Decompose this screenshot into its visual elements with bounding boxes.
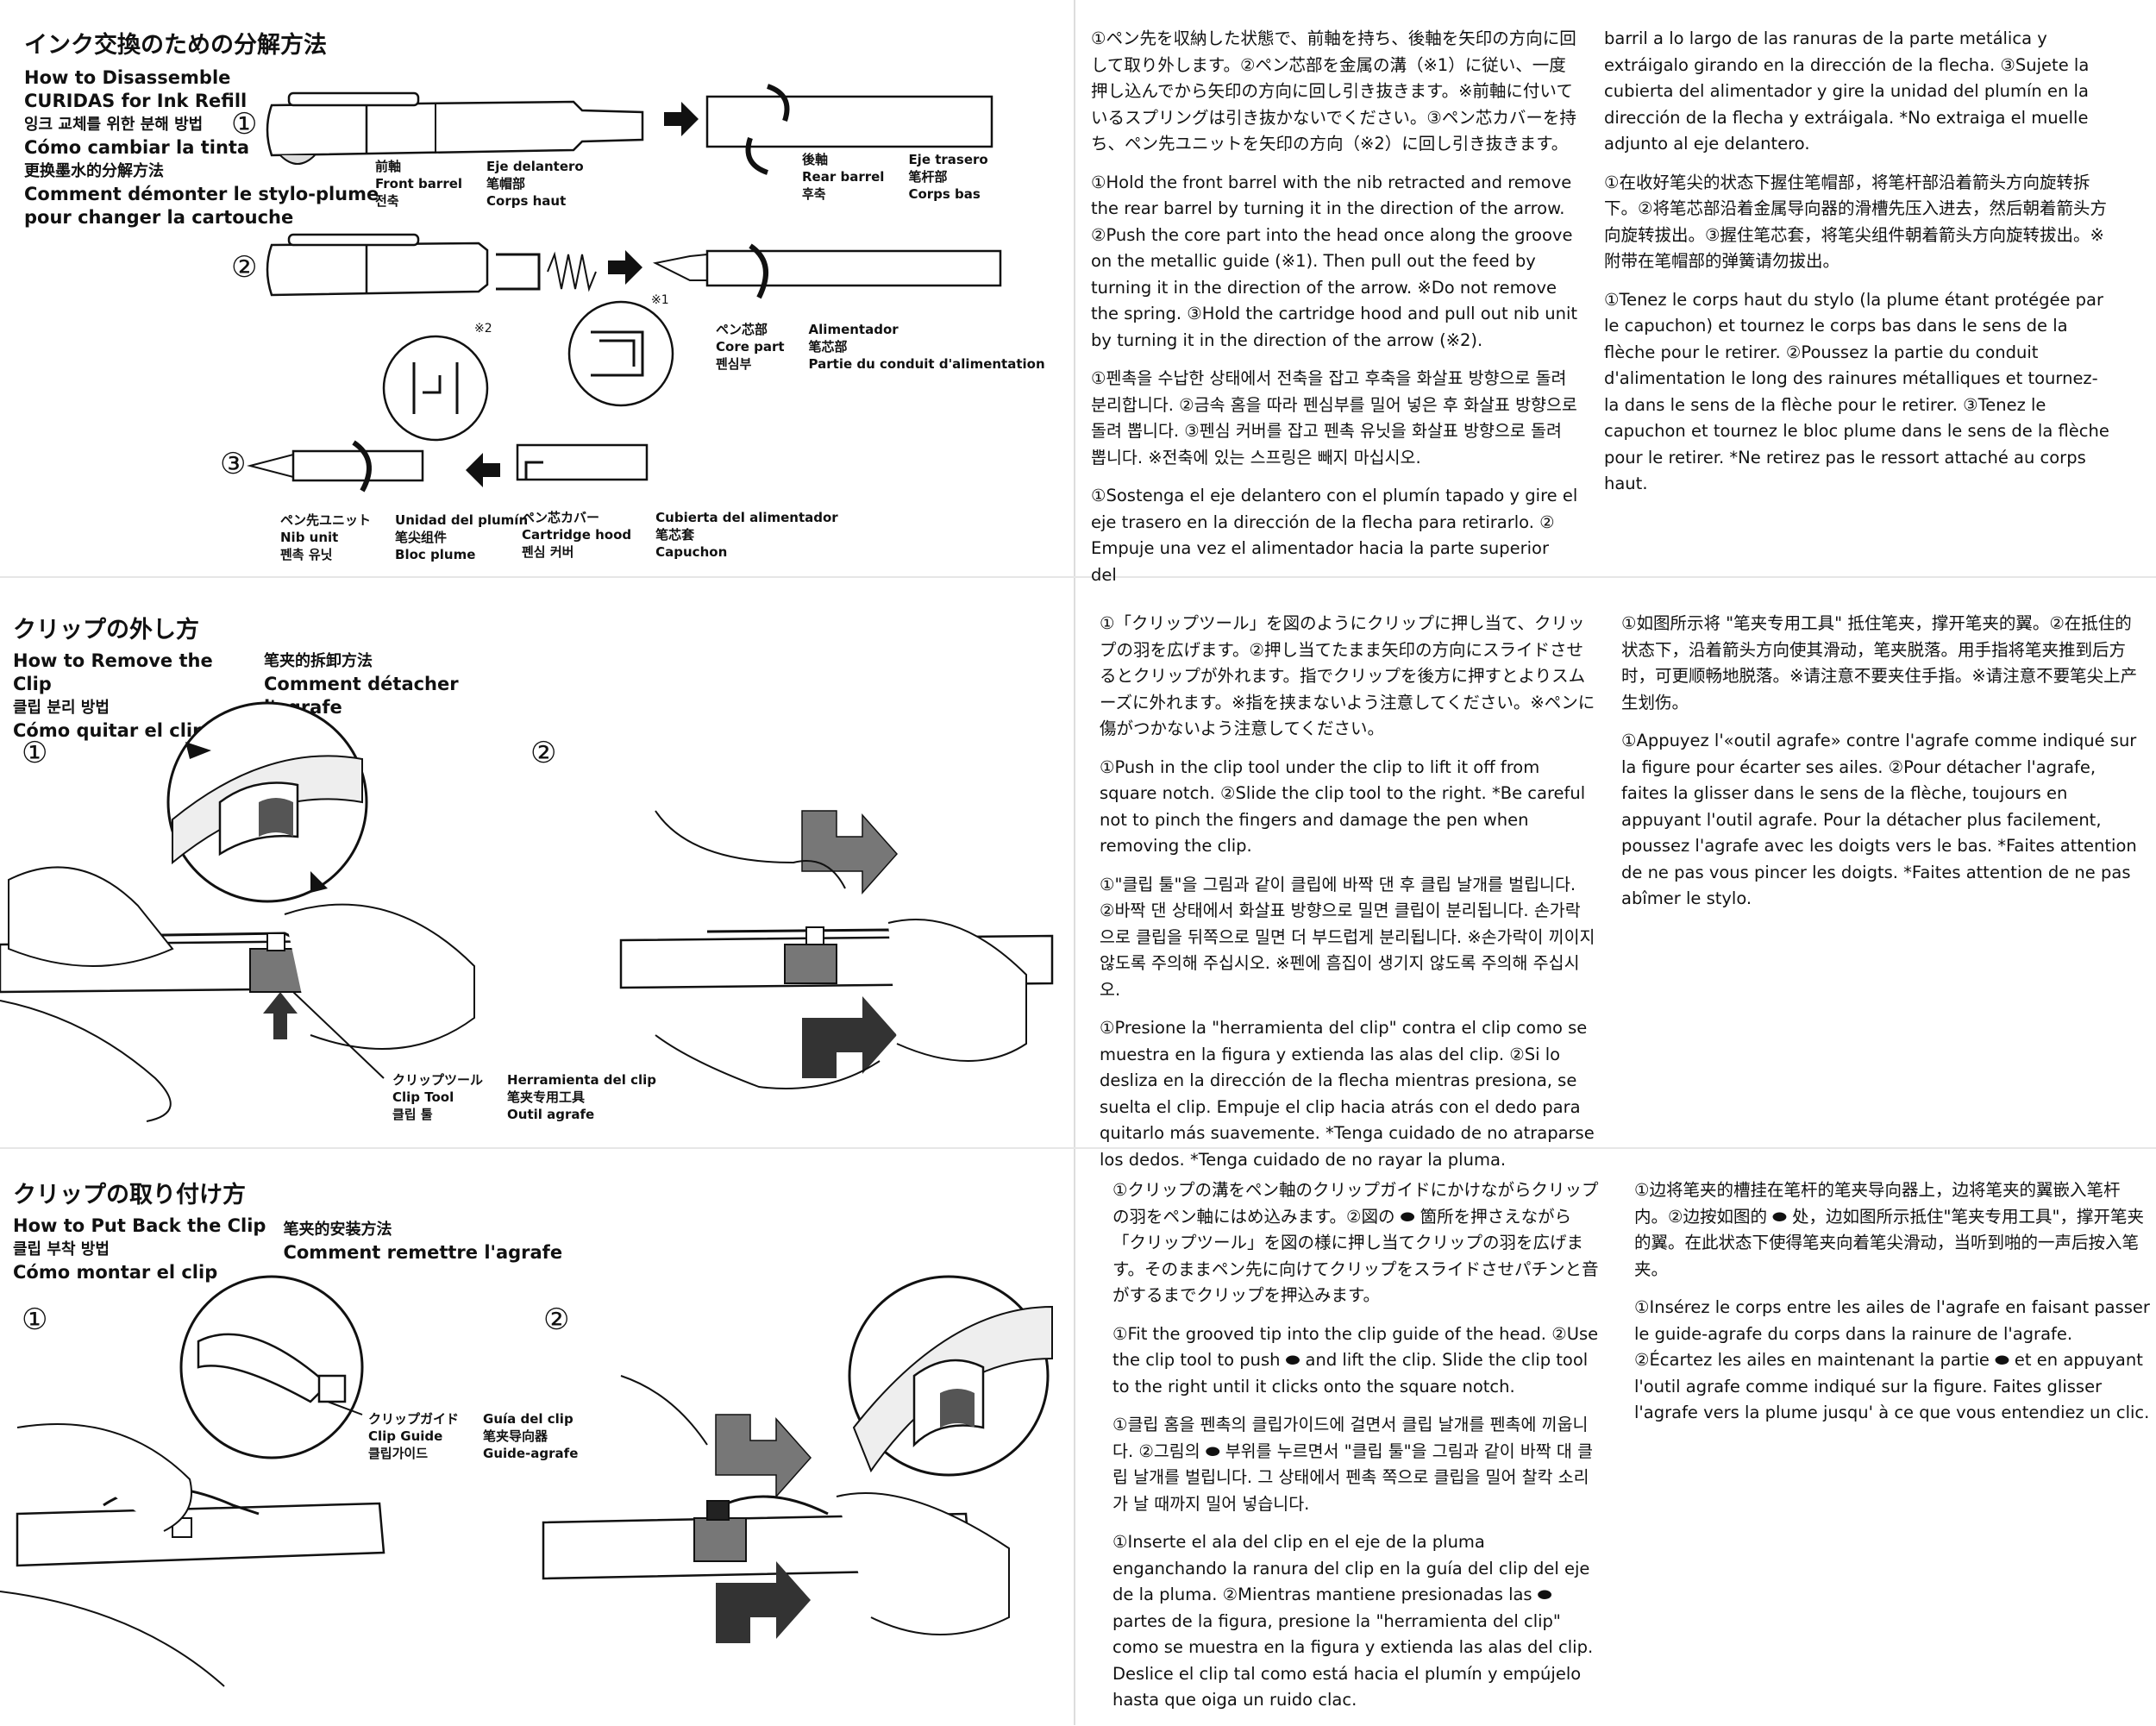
section3-step2-number: ② [543,1302,570,1337]
section2-text-ko: ①"클립 툴"을 그림과 같이 클립에 바짝 댄 후 클립 날개를 벌립니다. … [1100,874,1595,1000]
section1-titles: インク交換のための分解方法 How to Disassemble CURIDAS… [24,26,386,229]
section3-step2-illustration [542,1275,1053,1643]
section3-text-en: ①Fit the grooved tip into the clip guide… [1112,1323,1599,1396]
section2-step2-illustration [619,810,1054,1089]
section2-text-zh: ①如图所示将 "笔夹专用工具" 抵住笔夹，撑开笔夹的翼。②在抵住的状态下，沿着箭… [1621,613,2138,712]
section1-title-es: Cómo cambiar la tinta [24,137,250,158]
section3-title-es: Cómo montar el clip [13,1262,218,1283]
section1-step1-rear-barrel [705,84,993,175]
section3-title-en: How to Put Back the Clip [13,1215,266,1236]
section1-title-fr-2: pour changer la cartouche [24,207,294,228]
row-divider-1 [0,576,2156,578]
section1-text-ja: ①ペン先を収納した状態で、前軸を持ち、後軸を矢印の方向に回して取り外します。②ペ… [1091,28,1576,154]
section2-title-zh: 笔夹的拆卸方法 [263,652,373,670]
section3-step1-illustration [0,1275,385,1687]
section1-step3-cartridge-hood [516,443,649,481]
section2-text-es: ①Presione la "herramienta del clip" cont… [1100,1018,1595,1170]
section3-text-ja: ①クリップの溝をペン軸のクリップガイドにかけながらクリップの羽をペン軸にはめ込み… [1112,1180,1599,1305]
section1-text-es: ①Sostenga el eje delantero con el plumín… [1091,486,1578,585]
section1-text-es-cont: barril a lo largo de las ranuras de la p… [1604,28,2090,154]
section1-text-col1: ①ペン先を収納した状態で、前軸を持ち、後軸を矢印の方向に回して取り外します。②ペ… [1091,26,1578,600]
section1-text-zh: ①在收好笔尖的状态下握住笔帽部，将笔杆部沿着箭头方向旋转拆下。②将笔芯部沿着金属… [1604,172,2107,272]
section2-step1-number: ① [22,736,48,770]
section2-step2-number: ② [530,736,557,770]
section2-text-fr: ①Appuyez l'«outil agrafe» contre l'agraf… [1621,731,2137,908]
section1-title-zh: 更换墨水的分解方法 [24,162,164,180]
section1-detail-circle-2 [382,335,489,442]
section2-text-en: ①Push in the clip tool under the clip to… [1100,756,1586,857]
section2-title-ja: クリップの外し方 [13,617,199,643]
section1-step3-nib-unit [247,440,424,493]
section3-title-ko: 클립 부착 방법 [13,1240,110,1258]
section3-titles: クリップの取り付け方 How to Put Back the Clip 클립 부… [13,1176,565,1284]
section1-title-ko: 잉크 교체를 위한 분해 방법 [24,116,204,134]
section1-step3-arrow [466,453,500,487]
section3-text-fr: ①Insérez le corps entre les ailes de l'a… [1634,1297,2150,1422]
section3-text-es: ①Inserte el ala del clip en el eje de la… [1112,1532,1594,1710]
section3-title-fr: Comment remettre l'agrafe [283,1242,563,1263]
section1-title-ja: インク交換のための分解方法 [24,32,327,59]
section1-note1: ※1 [651,293,669,307]
section2-step1-illustration [0,701,475,1122]
section1-text-en: ①Hold the front barrel with the nib retr… [1091,172,1578,350]
section1-text-col2: barril a lo largo de las ranuras de la p… [1604,26,2113,510]
section2-text-col2: ①如图所示将 "笔夹专用工具" 抵住笔夹，撑开笔夹的翼。②在抵住的状态下，沿着箭… [1621,611,2139,925]
section1-step2-pen-head [266,233,597,297]
section1-text-fr: ①Tenez le corps haut du stylo (la plume … [1604,289,2109,494]
section1-text-ko: ①펜촉을 수납한 상태에서 전축을 잡고 후축을 화살표 방향으로 돌려 분리합… [1091,368,1577,468]
section1-step2-core-part [652,243,1002,299]
section3-step1-number: ① [22,1302,48,1337]
section1-title-fr-1: Comment démonter le stylo-plume [24,184,379,204]
section2-text-col1: ①「クリップツール」を図のようにクリップに押し当て、クリップの羽を広げます。②押… [1100,611,1595,1185]
section1-step1-number: ① [231,107,258,141]
section1-title-en-1: How to Disassemble [24,67,231,88]
section1-note2: ※2 [474,322,492,336]
section3-text-col1: ①クリップの溝をペン軸のクリップガイドにかけながらクリップの羽をペン軸にはめ込み… [1112,1177,1604,1726]
section3-title-ja: クリップの取り付け方 [13,1182,246,1208]
section1-step1-pen [266,91,644,165]
section1-title-en-2: CURIDAS for Ink Refill [24,91,248,111]
section1-step1-arrow [664,102,699,136]
section2-text-ja: ①「クリップツール」を図のようにクリップに押し当て、クリップの羽を広げます。②押… [1100,613,1595,738]
section3-title-zh: 笔夹的安装方法 [283,1221,392,1239]
section3-text-zh: ①边将笔夹的槽挂在笔杆的笔夹导向器上，边将笔夹的翼嵌入笔杆内。②边按如图的 ⬬ … [1634,1180,2144,1279]
section2-title-en: How to Remove the Clip [13,650,213,694]
row-divider-2 [0,1147,2156,1149]
section1-step3-number: ③ [220,447,247,481]
page-fold-line [1074,0,1075,1725]
section1-step2-number: ② [231,250,258,285]
section3-text-col2: ①边将笔夹的槽挂在笔杆的笔夹导向器上，边将笔夹的翼嵌入笔杆内。②边按如图的 ⬬ … [1634,1177,2152,1439]
section1-detail-circle-1 [567,300,674,407]
section3-text-ko: ①클립 홈을 펜촉의 클립가이드에 걸면서 클립 날개를 펜촉에 끼웁니다. ②… [1112,1415,1594,1514]
section2-title-ko: 클립 분리 방법 [13,699,110,717]
section1-step2-arrow [608,250,642,285]
section2-title-es: Cómo quitar el clip [13,720,206,741]
